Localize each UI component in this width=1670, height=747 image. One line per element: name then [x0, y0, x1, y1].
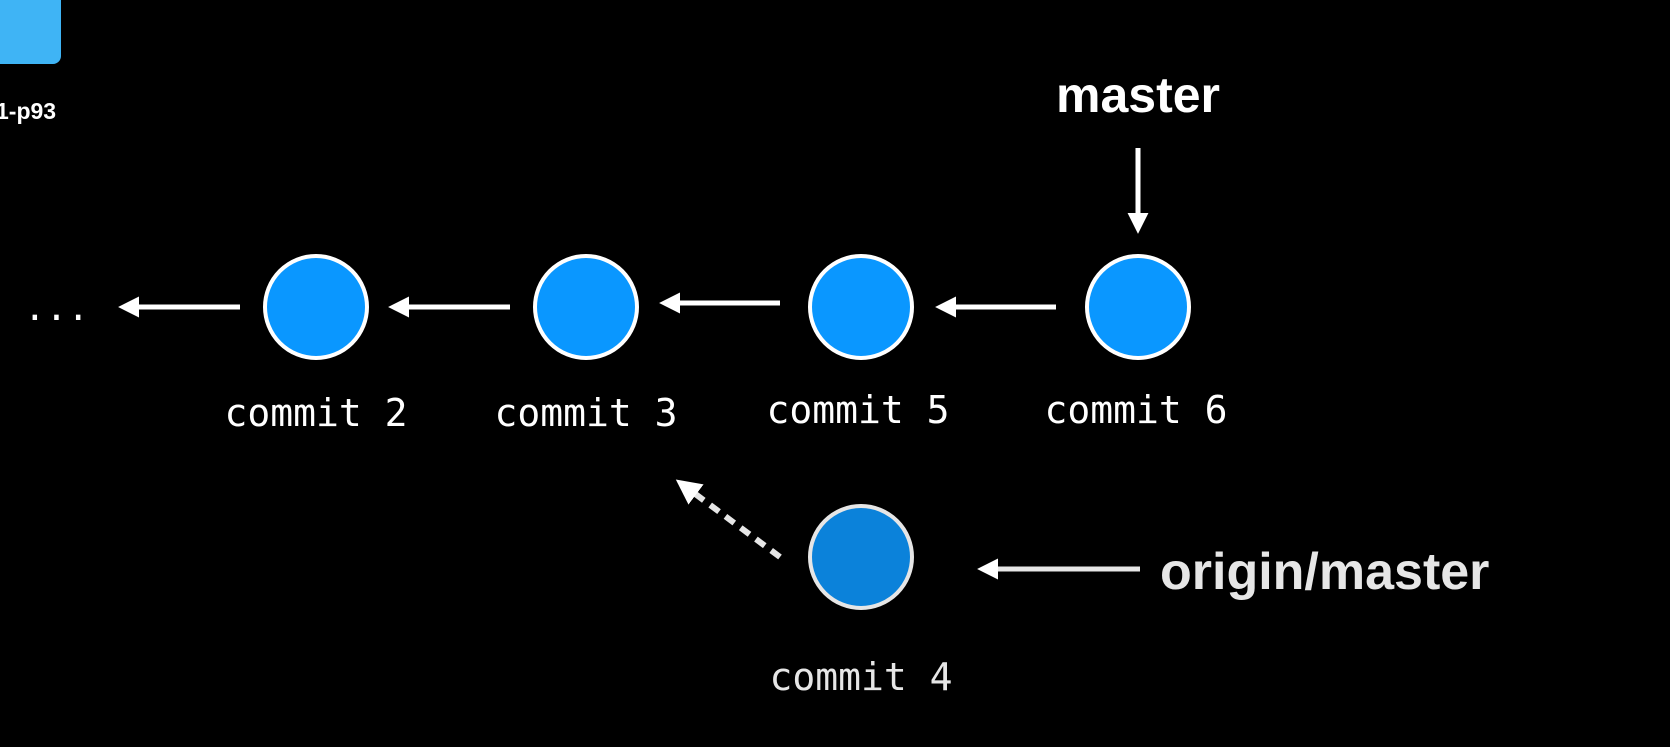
commit-label-4: commit 4 [769, 655, 952, 699]
ellipsis: ... [24, 288, 89, 329]
corner-label: 1-p93 [0, 98, 56, 124]
commit-node-6[interactable] [1085, 254, 1191, 360]
branch-label-master: master [1056, 67, 1220, 123]
commit-label-2: commit 2 [224, 391, 407, 435]
arrow-commit4-to-commit3 [675, 479, 782, 560]
folder-icon[interactable] [0, 0, 61, 64]
commit-label-6: commit 6 [1044, 388, 1227, 432]
commit-node-5[interactable] [808, 254, 914, 360]
branch-label-origin-master: origin/master [1160, 543, 1489, 601]
commit-label-5: commit 5 [766, 388, 949, 432]
commit-node-2[interactable] [263, 254, 369, 360]
commit-node-4[interactable] [808, 504, 914, 610]
commit-node-3[interactable] [533, 254, 639, 360]
commit-label-3: commit 3 [494, 391, 677, 435]
